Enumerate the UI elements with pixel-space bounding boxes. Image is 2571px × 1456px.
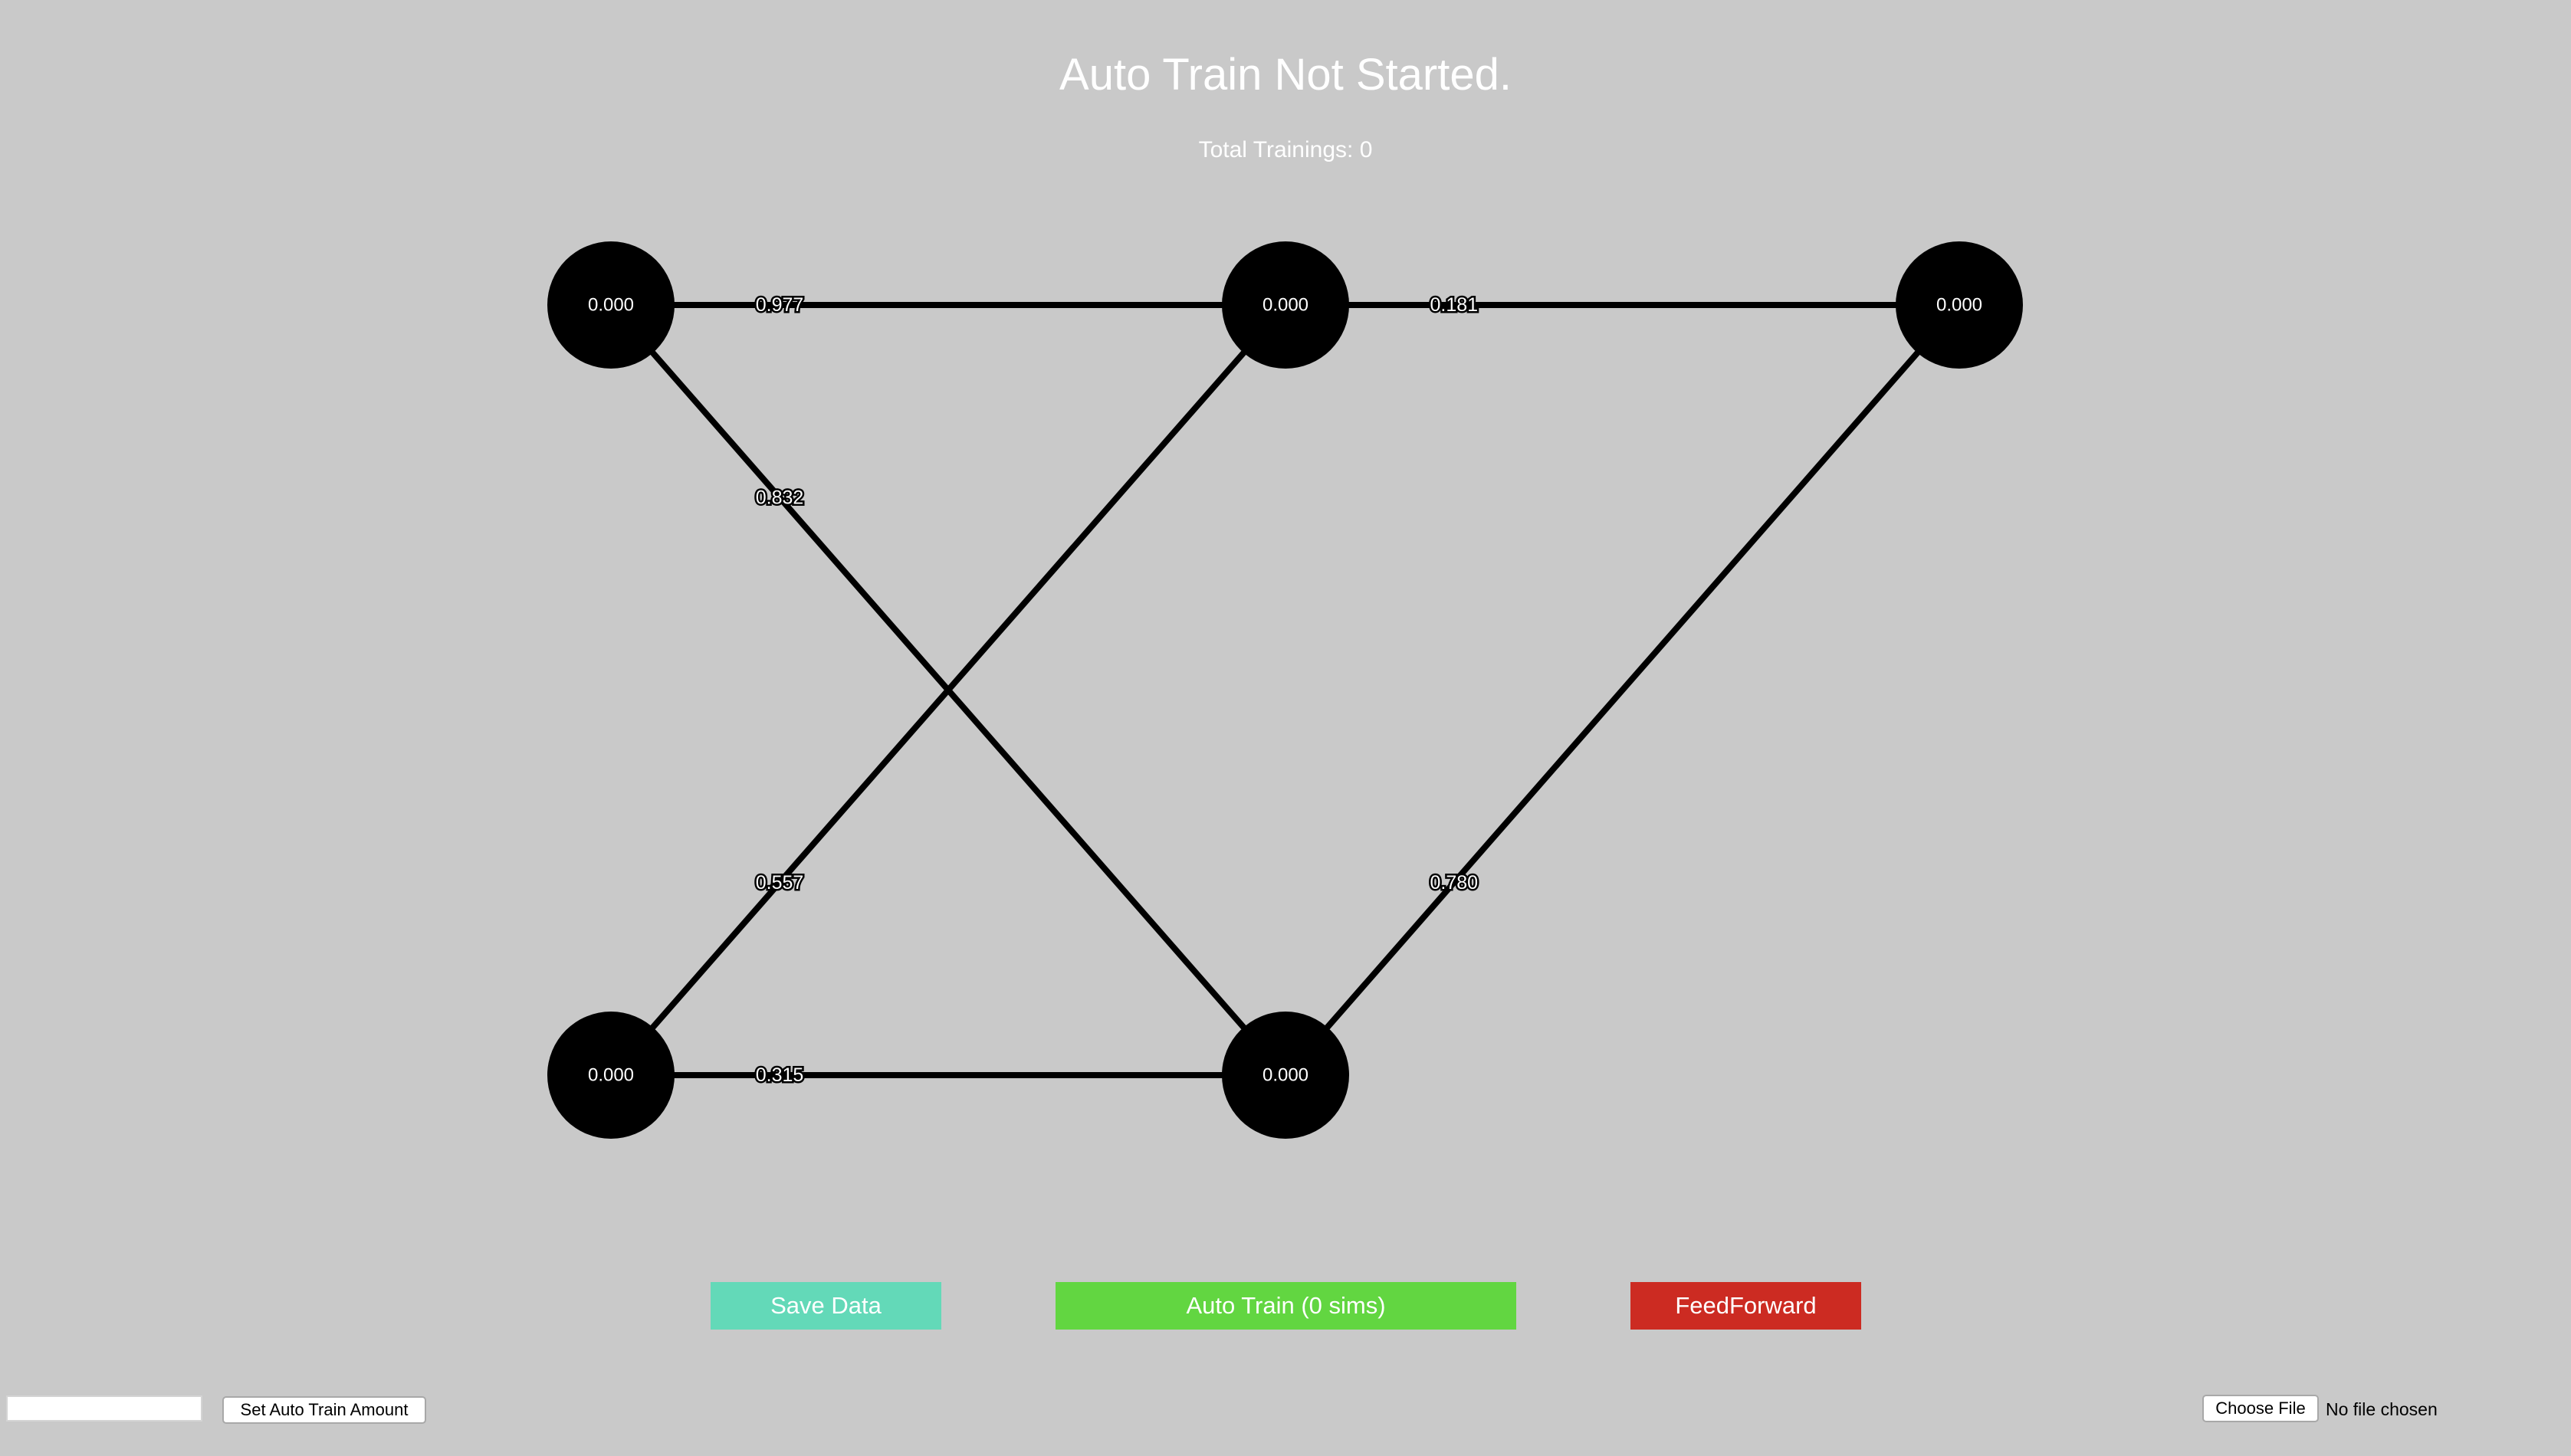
choose-file-button[interactable]: Choose File: [2202, 1395, 2319, 1422]
neuron-value: 0.000: [588, 295, 634, 316]
save-data-button[interactable]: Save Data: [711, 1282, 941, 1330]
edges-layer: [608, 302, 1962, 1078]
neuron-value: 0.000: [1263, 295, 1308, 316]
neuron-circle: [1896, 241, 2023, 369]
feed-forward-button[interactable]: FeedForward: [1630, 1282, 1861, 1330]
neuron-circle: [547, 241, 675, 369]
neuron-circle: [547, 1012, 675, 1139]
train-status-title: Auto Train Not Started.: [1059, 50, 1512, 100]
edge-weight-label: 0.977: [756, 294, 804, 316]
neuron-node: 0.000: [1896, 241, 2023, 369]
neuron-node: 0.000: [547, 241, 675, 369]
neuron-circle: [1222, 1012, 1349, 1139]
edge-n11-n20: [1282, 303, 1962, 1077]
edge-weight-label: 0.780: [1430, 872, 1478, 894]
neuron-node: 0.000: [547, 1012, 675, 1139]
edge-n01-n10: [608, 303, 1289, 1077]
set-auto-train-amount-button[interactable]: Set Auto Train Amount: [222, 1396, 426, 1424]
edge-weight-label: 0.832: [756, 487, 804, 508]
neuron-circle: [1222, 241, 1349, 369]
file-status-label: No file chosen: [2326, 1399, 2438, 1419]
neuron-value: 0.000: [1263, 1065, 1308, 1086]
edge-weight-label: 0.181: [1430, 294, 1478, 316]
neuron-value: 0.000: [1936, 295, 1982, 316]
neuron-node: 0.000: [1222, 241, 1349, 369]
edge-weight-label: 0.315: [756, 1064, 804, 1086]
total-trainings-label: Total Trainings: 0: [1198, 137, 1373, 162]
neuron-node: 0.000: [1222, 1012, 1349, 1139]
auto-train-button[interactable]: Auto Train (0 sims): [1056, 1282, 1516, 1330]
auto-train-amount-input[interactable]: [6, 1395, 202, 1422]
nodes-layer: 0.000 0.000 0.000 0.000 0.000: [547, 241, 2023, 1139]
weights-layer: 0.977 0.832 0.557 0.315 0.181 0.780: [754, 293, 1479, 1088]
edge-weight-label: 0.557: [756, 872, 804, 894]
neuron-value: 0.000: [588, 1065, 634, 1086]
